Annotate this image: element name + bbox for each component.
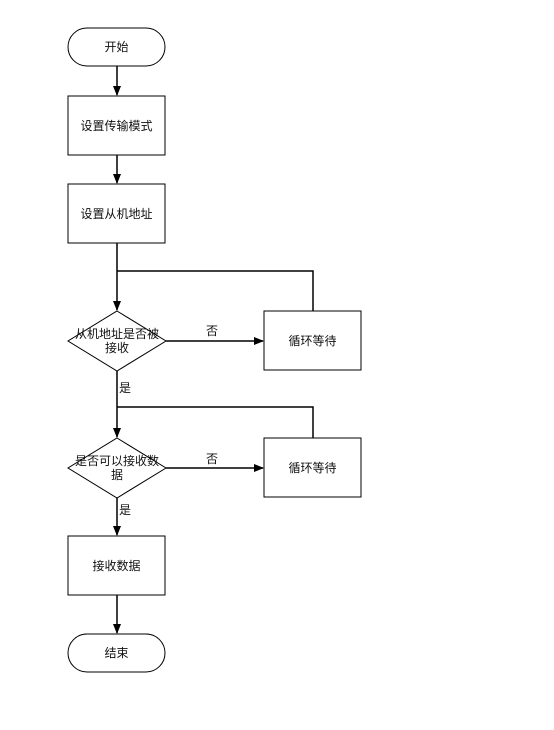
- edge-label-yes-1: 是: [119, 381, 132, 395]
- wait1-process: [263, 310, 362, 371]
- recv-label: 接收数据: [92, 558, 141, 573]
- wait2-process: [263, 437, 362, 498]
- edge-label-no-2: 否: [206, 452, 219, 466]
- end-label: 结束: [104, 646, 129, 660]
- set-mode-label: 设置传输模式: [80, 118, 153, 133]
- end-terminal: [67, 633, 166, 673]
- wait2-label: 循环等待: [288, 460, 337, 475]
- set-addr-process: [67, 183, 166, 244]
- check-recv-label: 是否可以接收数据: [74, 454, 159, 482]
- start-label: 开始: [104, 40, 129, 54]
- set-mode-process: [67, 95, 166, 156]
- check-addr-label: 从机地址是否被接收: [74, 327, 159, 355]
- recv-process: [67, 535, 166, 596]
- edge-wait1-loop: [117, 270, 314, 311]
- edge-label-yes-2: 是: [119, 503, 132, 517]
- set-addr-label: 设置从机地址: [80, 206, 153, 221]
- wait1-label: 循环等待: [288, 333, 337, 348]
- edge-label-no-1: 否: [206, 324, 219, 338]
- edge-wait2-loop: [117, 406, 314, 438]
